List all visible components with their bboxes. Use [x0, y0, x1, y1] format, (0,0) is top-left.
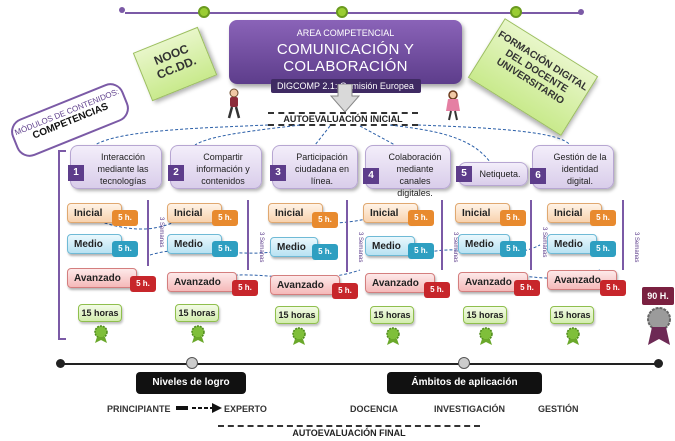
medal-icon: [386, 327, 400, 345]
big-medal-icon: [647, 307, 671, 345]
competency-5-total: 15 horas: [463, 306, 507, 324]
semanas-label: 3 Semanas: [541, 227, 547, 258]
autoevaluacion-final: AUTOEVALUACIÓN FINAL: [218, 425, 480, 439]
competency-2-number: 2: [168, 165, 184, 181]
hours-badge: 5 h.: [514, 280, 540, 296]
competency-3-number: 3: [270, 165, 286, 181]
semanas-label: 3 Semanas: [633, 232, 639, 263]
hours-badge: 5 h.: [500, 241, 526, 257]
hours-badge: 5 h.: [500, 210, 526, 226]
level-medio: Medio: [270, 237, 318, 257]
bottom-line: [60, 363, 658, 365]
medal-icon: [94, 325, 108, 343]
hours-badge: 5 h.: [424, 282, 450, 298]
hours-badge: 5 h.: [232, 280, 258, 296]
level-avanzado: Avanzado: [547, 270, 617, 290]
level-avanzado: Avanzado: [270, 275, 340, 295]
competency-6-total: 15 horas: [550, 306, 594, 324]
grand-total: 90 H.: [642, 287, 674, 305]
ambito-docencia: DOCENCIA: [350, 404, 399, 414]
line-end-dot: [119, 7, 125, 13]
down-arrow-icon: [330, 84, 360, 113]
competency-3: Participación ciudadana en línea.: [272, 145, 358, 189]
semanas-label: 3 Semanas: [452, 232, 458, 263]
hours-badge: 5 h.: [130, 276, 156, 292]
ambito-gestion: GESTIÓN: [538, 404, 579, 414]
competency-4: Colaboración mediante canales digitales.: [365, 145, 451, 198]
medal-icon: [292, 327, 306, 345]
competency-2: Compartir información y contenidos: [170, 145, 262, 189]
level-inicial: Inicial: [455, 203, 510, 223]
left-bracket: [58, 150, 66, 340]
area-label: AREA COMPETENCIAL: [296, 28, 395, 38]
hours-badge: 5 h.: [312, 212, 338, 228]
walking-man-icon: [227, 88, 241, 119]
progress-arrow: [147, 200, 149, 266]
competency-6-number: 6: [530, 168, 546, 184]
hours-badge: 5 h.: [408, 243, 434, 259]
competency-1-total: 15 horas: [78, 304, 122, 322]
hours-badge: 5 h.: [212, 210, 238, 226]
medal-icon: [479, 327, 493, 345]
axis-knob: [186, 357, 198, 369]
progress-arrow: [530, 200, 532, 270]
level-inicial: Inicial: [167, 203, 222, 223]
hours-badge: 5 h.: [212, 241, 238, 257]
competency-4-title: Colaboración mediante canales digitales.: [388, 152, 442, 198]
hours-badge: 5 h.: [590, 241, 616, 257]
progress-arrow: [247, 200, 249, 270]
experto-label: EXPERTO: [224, 404, 267, 414]
competency-1-number: 1: [68, 165, 84, 181]
hours-badge: 5 h.: [332, 283, 358, 299]
competency-2-title: Compartir información y contenidos: [196, 152, 250, 186]
green-dot-left: [198, 6, 210, 18]
niveles-logro-label: Niveles de logro: [136, 372, 246, 394]
competency-6-title: Gestión de la identidad digital.: [553, 152, 607, 186]
ambitos-label: Ámbitos de aplicación: [387, 372, 542, 394]
competency-3-title: Participación ciudadana en línea.: [294, 152, 350, 186]
line-end-dot: [578, 9, 584, 15]
competency-4-number: 4: [363, 168, 379, 184]
area-title: COMUNICACIÓN Y COLABORACIÓN: [276, 41, 415, 75]
level-inicial: Inicial: [67, 203, 122, 223]
hours-badge: 5 h.: [112, 210, 138, 226]
medal-icon: [191, 325, 205, 343]
competency-2-total: 15 horas: [175, 304, 219, 322]
green-dot-center: [336, 6, 348, 18]
semanas-label: 3 Semanas: [158, 217, 164, 248]
walking-woman-icon: [446, 90, 460, 121]
progress-arrow: [346, 200, 348, 272]
level-avanzado: Avanzado: [67, 268, 137, 288]
hours-badge: 5 h.: [312, 244, 338, 260]
green-dot-right: [510, 6, 522, 18]
ambito-investigacion: INVESTIGACIÓN: [434, 404, 506, 414]
hours-badge: 5 h.: [408, 210, 434, 226]
semanas-label: 3 Semanas: [258, 232, 264, 263]
competency-5-title: Netiqueta.: [479, 169, 521, 179]
principiante-label: PRINCIPIANTE: [107, 404, 171, 414]
hours-badge: 5 h.: [112, 241, 138, 257]
level-inicial: Inicial: [547, 203, 602, 223]
progress-arrow: [441, 200, 443, 270]
competency-5-number: 5: [456, 166, 472, 182]
semanas-label: 3 Semanas: [357, 232, 363, 263]
line-end-dot: [56, 359, 65, 368]
top-line: [125, 12, 580, 14]
competency-1-title: Interacción mediante las tecnologías: [97, 152, 149, 186]
level-medio: Medio: [458, 234, 510, 254]
line-end-dot: [654, 359, 663, 368]
medal-icon: [566, 327, 580, 345]
arrow-right-icon: [176, 403, 222, 413]
level-avanzado: Avanzado: [167, 272, 237, 292]
competency-1: Interacción mediante las tecnologías: [70, 145, 162, 189]
autoevaluacion-inicial: AUTOEVALUACIÓN INICIAL: [268, 112, 418, 126]
competency-4-total: 15 horas: [370, 306, 414, 324]
competency-3-total: 15 horas: [275, 306, 319, 324]
hours-badge: 5 h.: [590, 210, 616, 226]
area-competencial-box: AREA COMPETENCIAL COMUNICACIÓN Y COLABOR…: [229, 20, 462, 93]
progress-arrow: [622, 200, 624, 270]
level-avanzado: Avanzado: [458, 272, 528, 292]
hours-badge: 5 h.: [600, 280, 626, 296]
axis-knob: [458, 357, 470, 369]
